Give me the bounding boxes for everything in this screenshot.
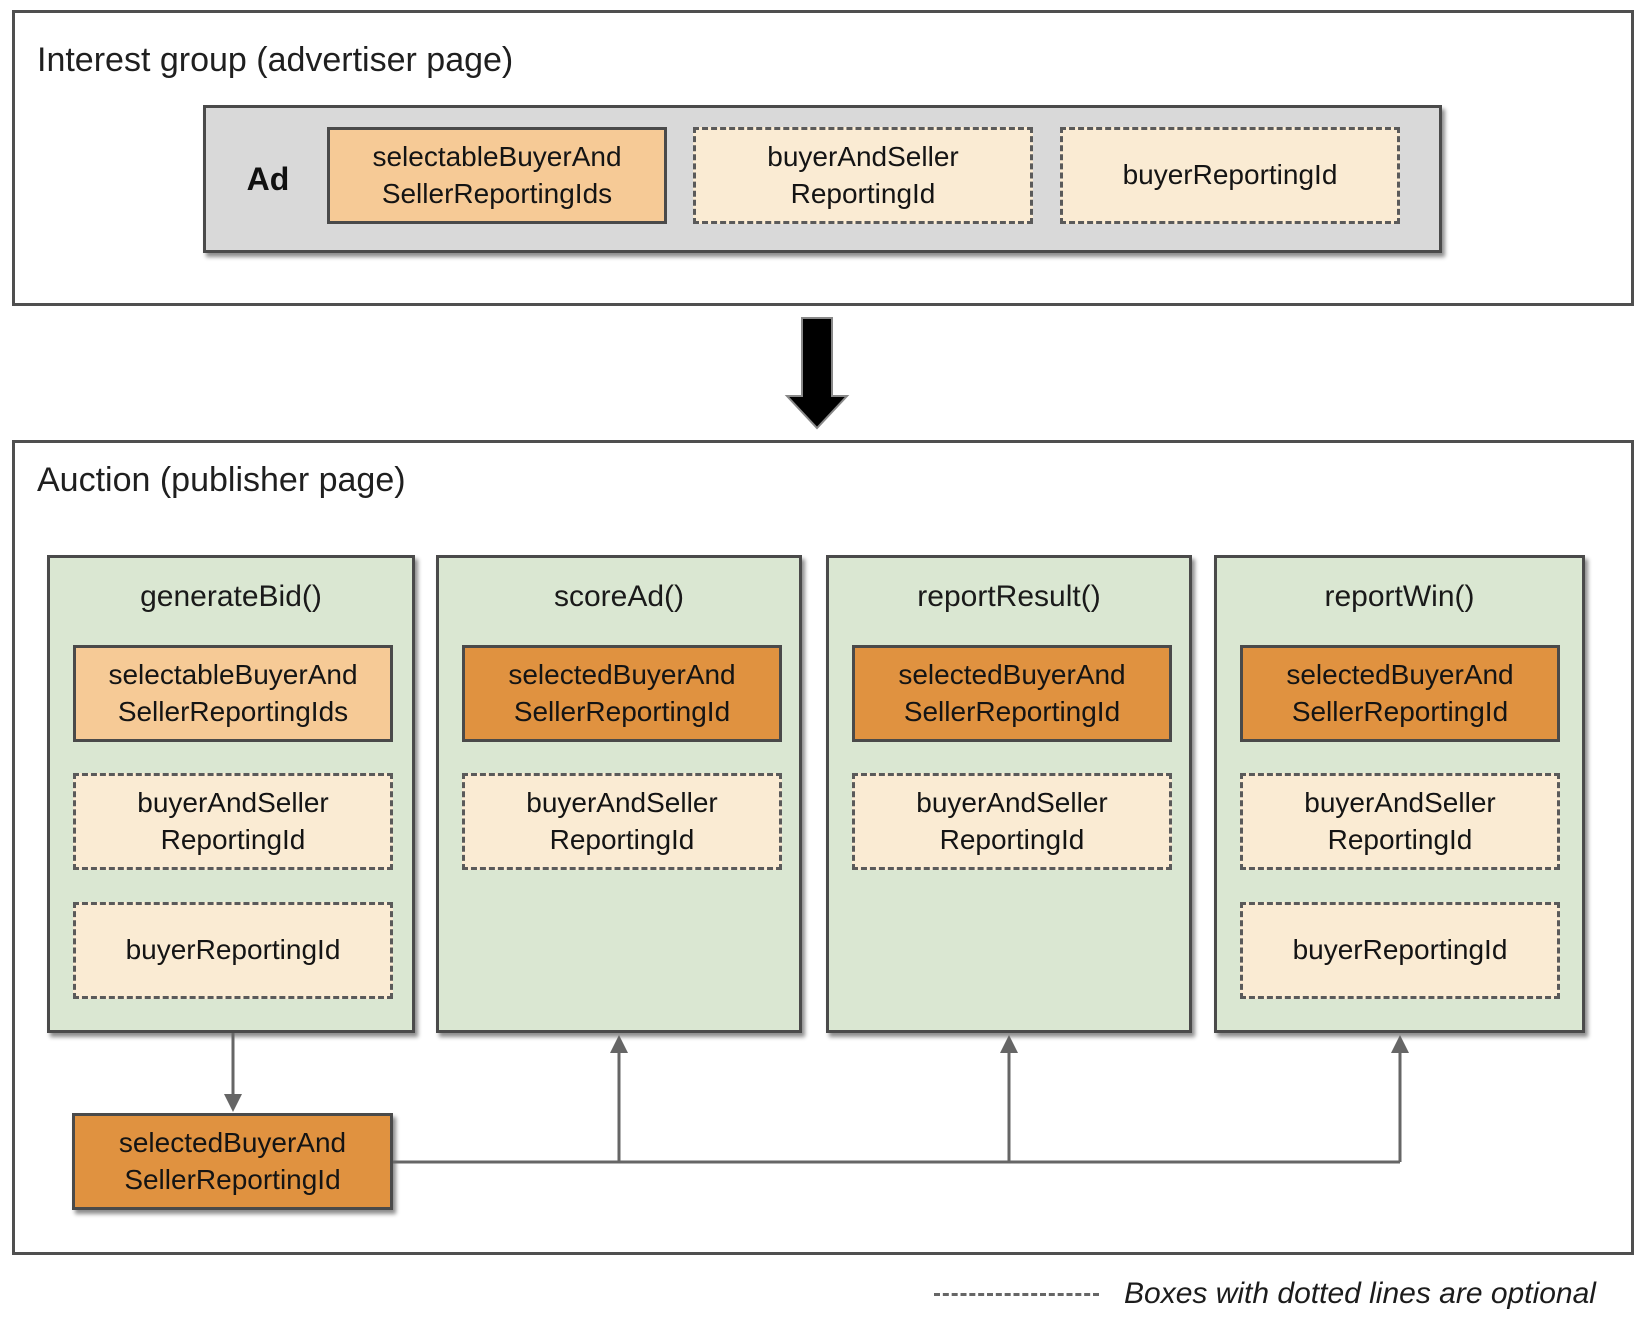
param-box-buyer-reporting-id: buyerReportingId <box>1060 127 1400 224</box>
auction-title: Auction (publisher page) <box>37 461 406 499</box>
function-box-reportresult: reportResult() selectedBuyerAnd SellerRe… <box>826 555 1192 1033</box>
param-box-selectable-buyer-and-seller-reporting-ids: selectableBuyerAnd SellerReportingIds <box>327 127 667 224</box>
param-box-selected-buyer-and-seller-reporting-id: selectedBuyerAnd SellerReportingId <box>1240 645 1560 742</box>
param-box-buyer-and-seller-reporting-id: buyerAndSeller ReportingId <box>1240 773 1560 870</box>
function-box-reportwin: reportWin() selectedBuyerAnd SellerRepor… <box>1214 555 1585 1033</box>
scoread-title: scoreAd() <box>553 580 685 613</box>
interest-group-section: Interest group (advertiser page) Ad sele… <box>12 10 1634 306</box>
function-box-scoread: scoreAd() selectedBuyerAnd SellerReporti… <box>436 555 802 1033</box>
param-box-buyer-and-seller-reporting-id: buyerAndSeller ReportingId <box>852 773 1172 870</box>
output-box-selected-buyer-and-seller-reporting-id: selectedBuyerAnd SellerReportingId <box>72 1113 393 1210</box>
param-box-buyer-and-seller-reporting-id: buyerAndSeller ReportingId <box>73 773 393 870</box>
param-box-selected-buyer-and-seller-reporting-id: selectedBuyerAnd SellerReportingId <box>462 645 782 742</box>
ad-container: Ad selectableBuyerAnd SellerReportingIds… <box>203 105 1442 253</box>
generatebid-title: generateBid() <box>140 580 322 613</box>
reportwin-title: reportWin() <box>1324 580 1475 613</box>
ad-label: Ad <box>246 160 290 197</box>
param-box-selected-buyer-and-seller-reporting-id: selectedBuyerAnd SellerReportingId <box>852 645 1172 742</box>
param-box-buyer-reporting-id: buyerReportingId <box>1240 902 1560 999</box>
legend-dashed-line-sample <box>934 1293 1099 1296</box>
param-box-buyer-and-seller-reporting-id: buyerAndSeller ReportingId <box>462 773 782 870</box>
function-box-generatebid: generateBid() selectableBuyerAnd SellerR… <box>47 555 415 1033</box>
legend-text: Boxes with dotted lines are optional <box>1124 1277 1596 1310</box>
reportresult-title: reportResult() <box>917 580 1101 613</box>
param-box-buyer-reporting-id: buyerReportingId <box>73 902 393 999</box>
param-box-buyer-and-seller-reporting-id: buyerAndSeller ReportingId <box>693 127 1033 224</box>
interest-group-title: Interest group (advertiser page) <box>37 41 514 79</box>
section-flow-arrow-icon <box>784 317 850 430</box>
param-box-selectable-buyer-and-seller-reporting-ids: selectableBuyerAnd SellerReportingIds <box>73 645 393 742</box>
